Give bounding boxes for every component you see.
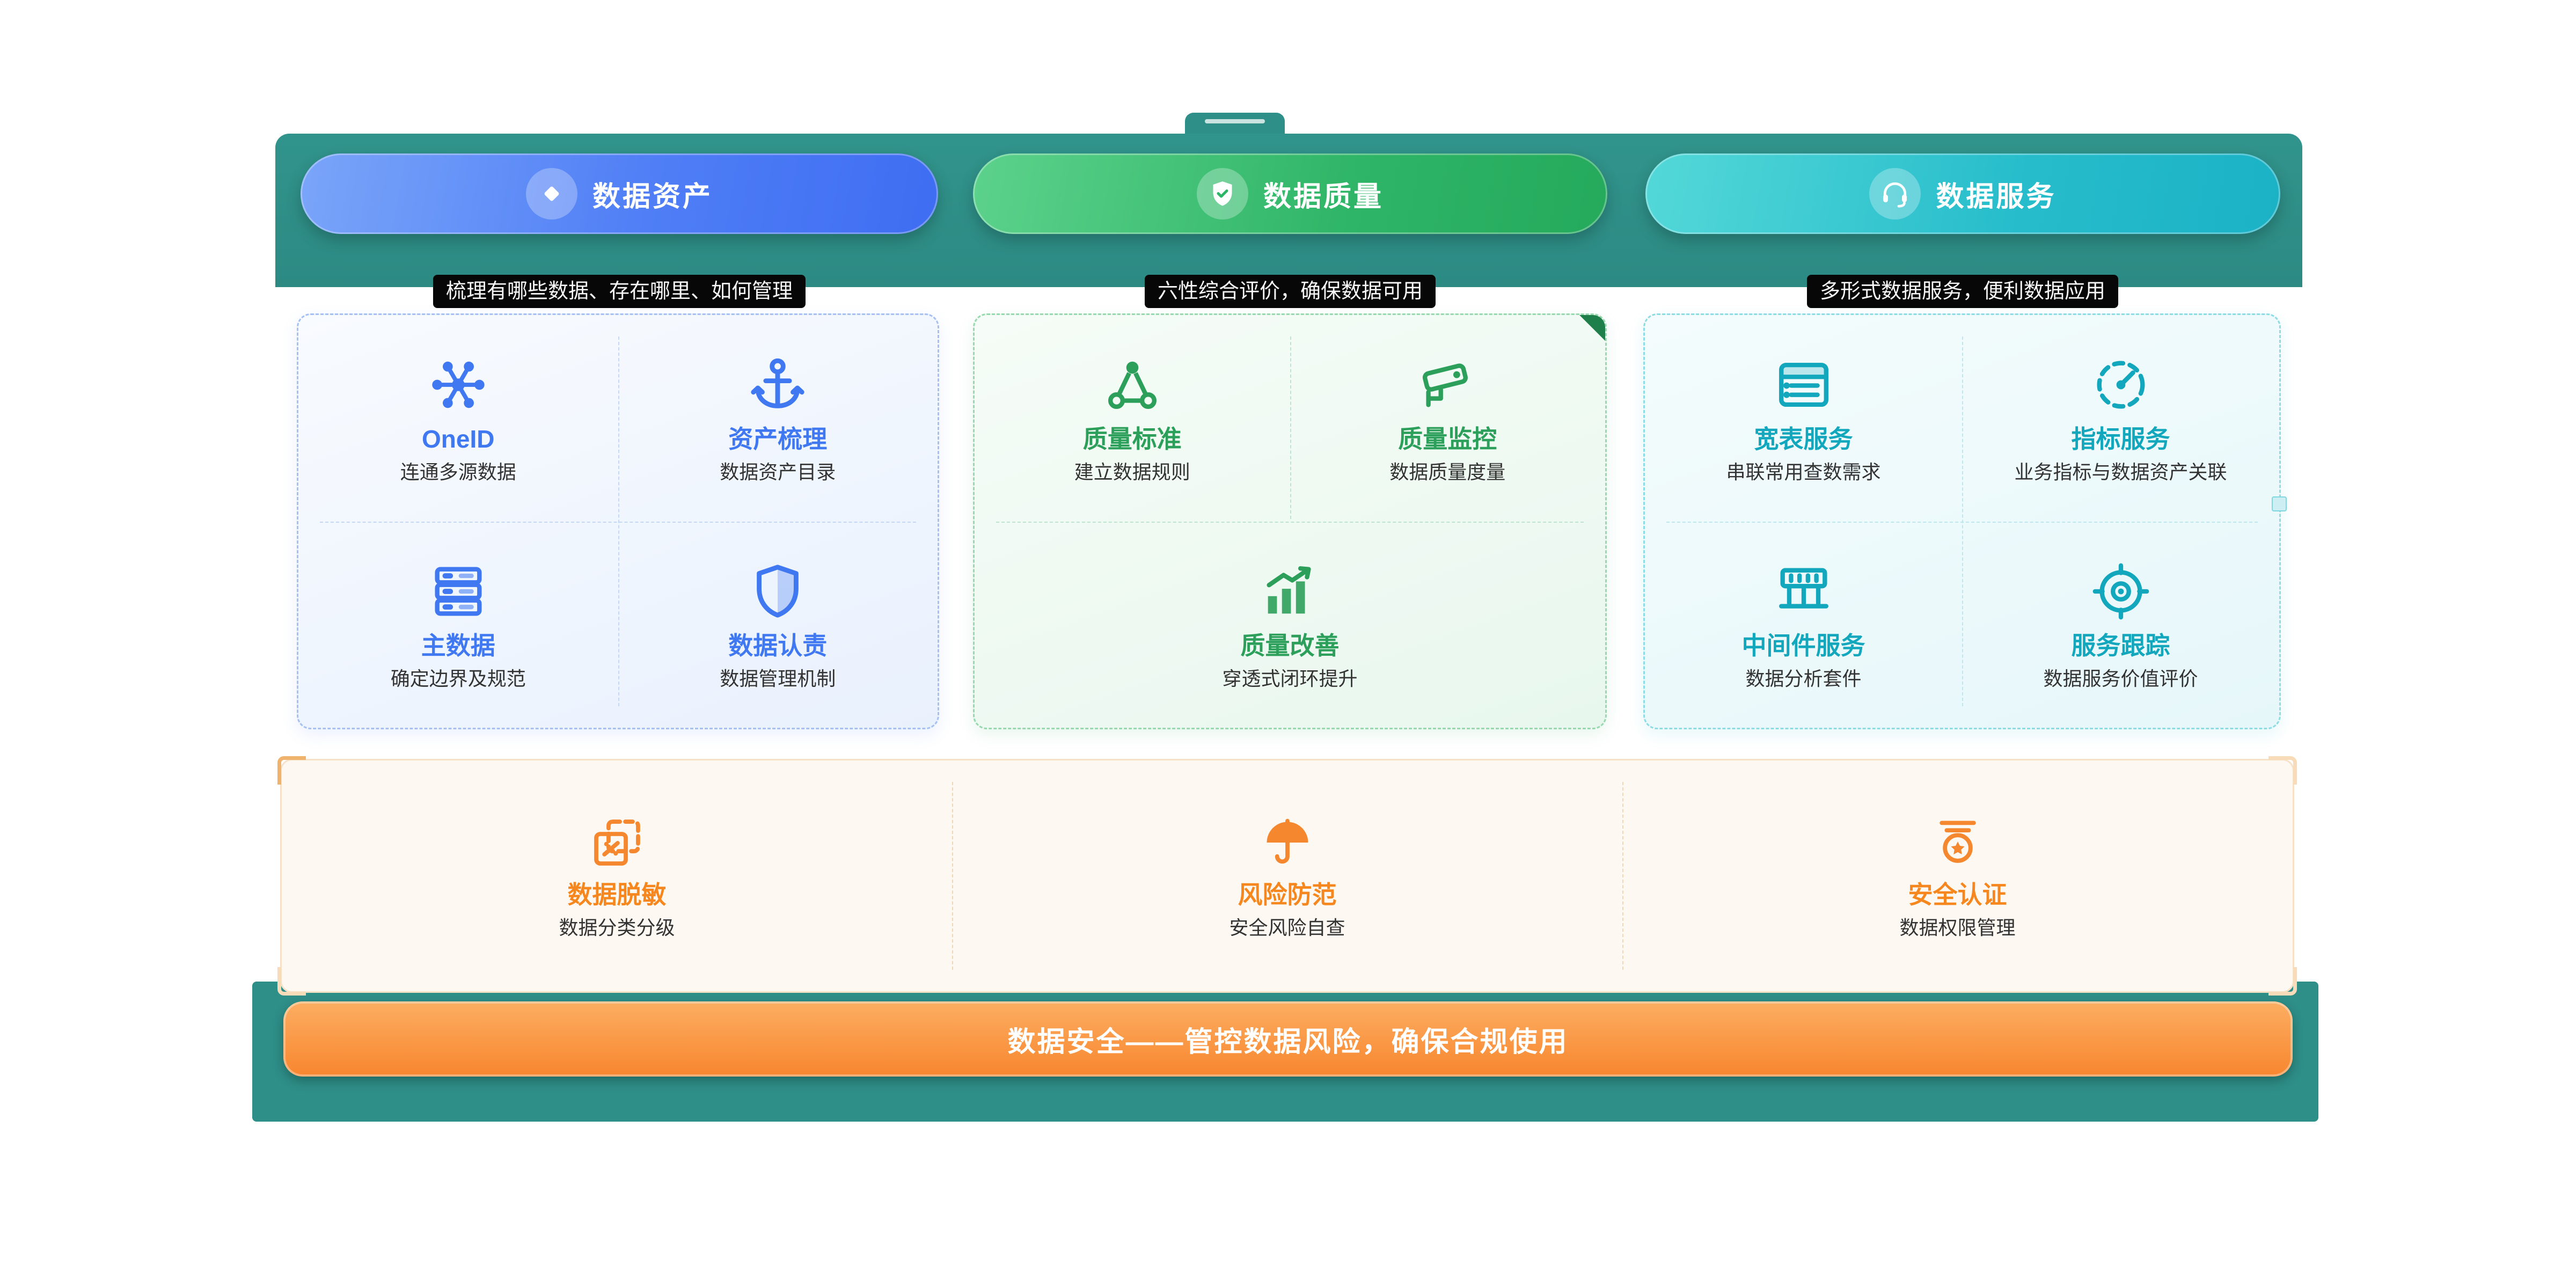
subtitle-badge-services: 多形式数据服务，便利数据应用: [1806, 275, 2119, 308]
header-button-quality[interactable]: 数据质量: [973, 153, 1607, 234]
card-security-auth[interactable]: 安全认证 数据权限管理: [1622, 760, 2293, 991]
header-label-services: 数据服务: [1936, 181, 2057, 213]
chart-up-icon: [1258, 560, 1322, 623]
card-title: 质量标准: [1082, 425, 1182, 453]
card-subtitle: 数据分类分级: [559, 916, 675, 939]
card-data-accountability[interactable]: 数据认责 数据管理机制: [618, 522, 938, 728]
card-master-data[interactable]: 主数据 确定边界及规范: [298, 522, 618, 728]
corner-bracket: [277, 756, 306, 785]
shield-icon: [746, 560, 809, 623]
card-title: 指标服务: [2071, 425, 2170, 453]
corner-bracket: [2268, 967, 2297, 996]
card-subtitle: 穿透式闭环提升: [1222, 667, 1358, 690]
gauge-icon: [2089, 353, 2153, 416]
security-panel: 数据脱敏 数据分类分级 风险防范 安全风险自查 安全认证 数据权限管理: [277, 756, 2297, 996]
card-wide-table-service[interactable]: 宽表服务 串联常用查数需求: [1645, 315, 1962, 522]
dashed-separator: [952, 782, 953, 970]
card-subtitle: 连通多源数据: [400, 461, 516, 483]
card-quality-improve[interactable]: 质量改善 穿透式闭环提升: [975, 522, 1605, 728]
card-subtitle: 安全风险自查: [1229, 916, 1345, 939]
header-label-quality: 数据质量: [1263, 181, 1384, 213]
card-subtitle: 数据质量度量: [1389, 461, 1506, 483]
molecule-icon: [1101, 353, 1164, 416]
card-subtitle: 数据服务价值评价: [2043, 667, 2198, 690]
subtitle-badge-assets: 梳理有哪些数据、存在哪里、如何管理: [433, 275, 806, 308]
card-service-tracking[interactable]: 服务跟踪 数据服务价值评价: [1962, 522, 2279, 728]
panel-assets: OneID 连通多源数据 资产梳理 数据资产目录 主数据 确定边界及规范 数据认…: [297, 313, 939, 729]
card-subtitle: 数据分析套件: [1745, 667, 1862, 690]
table-icon: [1772, 353, 1835, 416]
card-oneid[interactable]: OneID 连通多源数据: [298, 315, 618, 522]
card-title: 服务跟踪: [2071, 631, 2170, 660]
card-quality-standard[interactable]: 质量标准 建立数据规则: [975, 315, 1290, 522]
corner-bracket: [2268, 756, 2297, 785]
dashed-separator: [996, 521, 1584, 523]
headset-icon: [1869, 168, 1921, 219]
card-title: 中间件服务: [1741, 631, 1865, 660]
card-subtitle: 数据资产目录: [720, 461, 836, 483]
card-subtitle: 串联常用查数需求: [1726, 461, 1881, 483]
card-middleware-service[interactable]: 中间件服务 数据分析套件: [1645, 522, 1962, 728]
dashed-separator: [320, 521, 916, 523]
card-title: 风险防范: [1238, 880, 1337, 909]
corner-bracket: [277, 967, 306, 996]
network-icon: [427, 353, 490, 416]
target-icon: [2089, 560, 2153, 623]
card-title: 质量监控: [1398, 425, 1497, 453]
card-quality-monitor[interactable]: 质量监控 数据质量度量: [1290, 315, 1606, 522]
security-banner: 数据安全——管控数据风险，确保合规使用: [283, 1001, 2293, 1077]
card-subtitle: 建立数据规则: [1074, 461, 1190, 483]
panel-services: 宽表服务 串联常用查数需求 指标服务 业务指标与数据资产关联 中间件服务 数据分…: [1643, 313, 2287, 729]
dashed-separator: [1290, 336, 1291, 519]
mask-icon: [588, 813, 647, 872]
card-title: 数据脱敏: [567, 880, 667, 909]
card-title: 质量改善: [1240, 631, 1340, 660]
card-title: OneID: [422, 425, 495, 453]
card-title: 主数据: [421, 631, 495, 660]
shield-check-icon: [1196, 168, 1248, 219]
anchor-icon: [746, 353, 809, 416]
card-title: 宽表服务: [1754, 425, 1853, 453]
badge-icon: [1928, 813, 1987, 872]
server-icon: [427, 560, 490, 623]
card-title: 数据认责: [728, 631, 828, 660]
subtitle-badge-quality: 六性综合评价，确保数据可用: [1144, 275, 1436, 308]
card-risk-prevention[interactable]: 风险防范 安全风险自查: [952, 760, 1622, 991]
dashed-separator: [1622, 782, 1623, 970]
diamond-icon: [525, 168, 577, 219]
card-title: 资产梳理: [728, 425, 828, 453]
dashed-separator: [1666, 521, 2258, 523]
card-subtitle: 确定边界及规范: [390, 667, 526, 690]
card-asset-catalog[interactable]: 资产梳理 数据资产目录: [618, 315, 938, 522]
card-data-masking[interactable]: 数据脱敏 数据分类分级: [282, 760, 952, 991]
card-subtitle: 数据管理机制: [720, 667, 836, 690]
header-label-assets: 数据资产: [592, 181, 713, 213]
header-button-assets[interactable]: 数据资产: [301, 153, 938, 234]
panel-quality: 质量标准 建立数据规则 质量监控 数据质量度量 质量改善 穿透式闭环提升: [973, 313, 1607, 729]
panel-handle: [2272, 496, 2287, 512]
card-subtitle: 数据权限管理: [1899, 916, 2016, 939]
header-button-services[interactable]: 数据服务: [1645, 153, 2280, 234]
card-metric-service[interactable]: 指标服务 业务指标与数据资产关联: [1962, 315, 2279, 522]
umbrella-icon: [1258, 813, 1317, 872]
card-title: 安全认证: [1908, 880, 2007, 909]
card-subtitle: 业务指标与数据资产关联: [2014, 461, 2227, 483]
middleware-icon: [1772, 560, 1835, 623]
camera-icon: [1416, 353, 1479, 416]
